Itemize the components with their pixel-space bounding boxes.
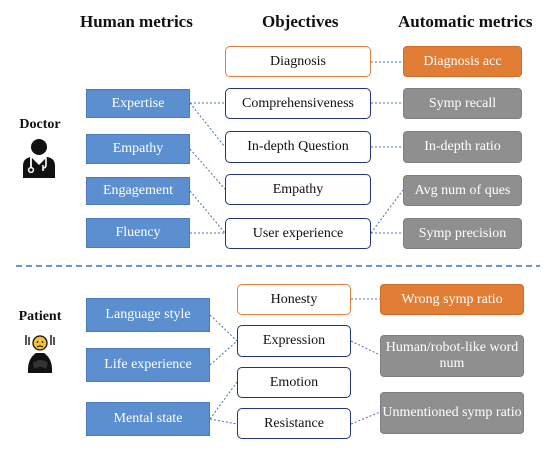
patient-icon bbox=[25, 335, 55, 373]
objective-indepth-question: In-depth Question bbox=[225, 131, 371, 163]
objective-emotion: Emotion bbox=[237, 367, 351, 398]
objective-resistance: Resistance bbox=[237, 408, 351, 439]
link-empathy-empathy bbox=[189, 148, 226, 190]
header-automatic-metrics: Automatic metrics bbox=[398, 12, 533, 31]
auto-indepth-ratio: In-depth ratio bbox=[403, 131, 522, 163]
objective-diagnosis: Diagnosis bbox=[225, 46, 371, 77]
header-human-metrics: Human metrics bbox=[80, 12, 193, 31]
doctor-human-engagement: Engagement bbox=[86, 177, 190, 205]
objective-user-experience: User experience bbox=[225, 218, 371, 249]
auto-human-robot-word-num: Human/robot-like word num bbox=[380, 335, 524, 377]
link-language-expression bbox=[209, 314, 238, 342]
objective-comprehensiveness: Comprehensiveness bbox=[225, 88, 371, 119]
doctor-human-empathy: Empathy bbox=[86, 134, 190, 164]
auto-symp-recall: Symp recall bbox=[403, 88, 522, 119]
objective-empathy: Empathy bbox=[225, 174, 371, 205]
auto-wrong-symp-ratio: Wrong symp ratio bbox=[380, 284, 524, 315]
link-expression-wordnum bbox=[350, 340, 381, 356]
auto-avg-num-ques: Avg num of ques bbox=[403, 175, 522, 206]
doctor-human-expertise: Expertise bbox=[86, 89, 190, 118]
link-expertise-indepth bbox=[189, 102, 226, 148]
objective-honesty: Honesty bbox=[237, 284, 351, 315]
doctor-human-fluency: Fluency bbox=[86, 218, 190, 248]
link-engagement-userexp bbox=[189, 190, 226, 234]
doctor-label: Doctor bbox=[19, 117, 61, 132]
link-resistance-unmentioned bbox=[350, 411, 381, 425]
auto-diagnosis-acc: Diagnosis acc bbox=[403, 46, 522, 77]
auto-unmentioned-symp-ratio: Unmentioned symp ratio bbox=[380, 392, 524, 434]
patient-human-language-style: Language style bbox=[86, 298, 210, 332]
header-objectives: Objectives bbox=[262, 12, 339, 31]
patient-human-life-experience: Life experience bbox=[86, 348, 210, 382]
patient-human-mental-state: Mental state bbox=[86, 402, 210, 436]
link-life-expression bbox=[209, 340, 238, 366]
link-mental-emotion bbox=[209, 381, 238, 420]
link-mental-resistance bbox=[209, 418, 238, 425]
link-userexp-avgques bbox=[370, 189, 404, 234]
patient-label: Patient bbox=[18, 309, 62, 324]
doctor-icon bbox=[23, 139, 55, 178]
auto-symp-precision: Symp precision bbox=[403, 218, 522, 249]
objective-expression: Expression bbox=[237, 325, 351, 357]
